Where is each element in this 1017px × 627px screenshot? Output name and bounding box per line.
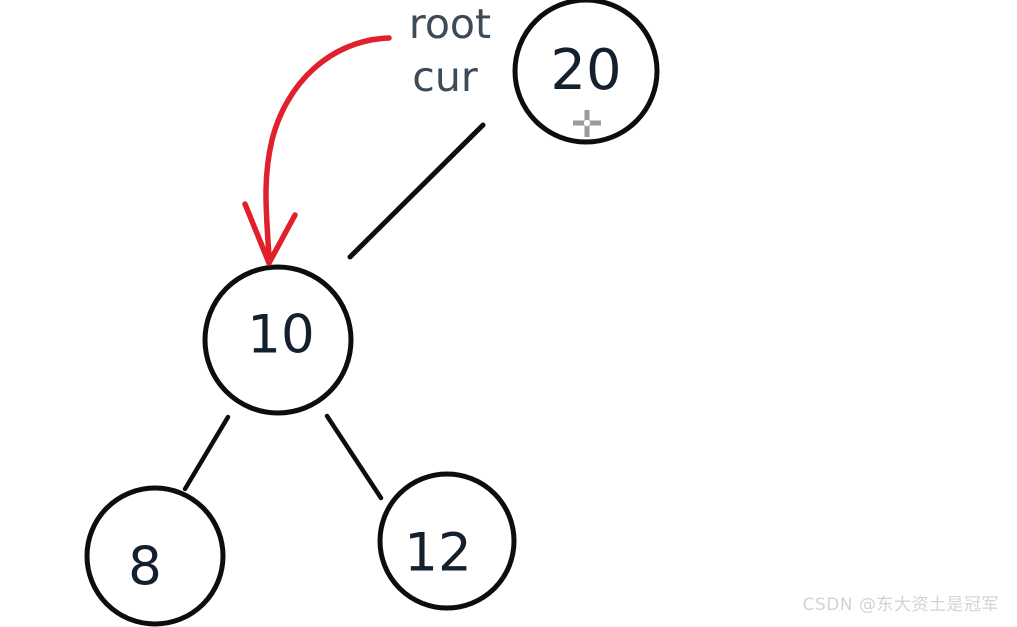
- node-circle-8: [84, 485, 226, 627]
- crosshair-center-dot: [583, 119, 591, 127]
- tree-nodes: 20 10 8 12: [84, 0, 660, 627]
- tree-node-8[interactable]: 8: [84, 485, 226, 627]
- edge-10-8: [182, 414, 231, 492]
- csdn-watermark: CSDN @东大资土是冠军: [802, 595, 999, 615]
- tree-edges: [182, 122, 486, 501]
- node-value-20: 20: [550, 38, 621, 103]
- edge-10-12: [324, 413, 384, 501]
- crosshair-cursor-icon: [573, 110, 601, 137]
- tree-node-20[interactable]: 20: [512, 0, 660, 145]
- red-arrow-curve: [263, 35, 392, 261]
- pointer-label-cur: cur: [412, 53, 478, 101]
- red-arrowhead-left-stroke: [242, 201, 272, 266]
- root-pointer-arrow-annotation: [242, 35, 392, 266]
- tree-node-12[interactable]: 12: [377, 471, 517, 611]
- node-value-10: 10: [247, 305, 314, 366]
- pointer-labels: root cur: [409, 0, 491, 101]
- node-circle-20: [512, 0, 660, 145]
- edge-20-10: [347, 122, 486, 260]
- node-value-12: 12: [404, 523, 471, 584]
- pointer-label-root: root: [409, 0, 491, 48]
- tree-node-10[interactable]: 10: [202, 264, 354, 416]
- node-circle-12: [377, 471, 517, 611]
- red-arrowhead-right-stroke: [266, 212, 298, 266]
- node-circle-10: [202, 264, 354, 416]
- node-value-8: 8: [128, 537, 162, 598]
